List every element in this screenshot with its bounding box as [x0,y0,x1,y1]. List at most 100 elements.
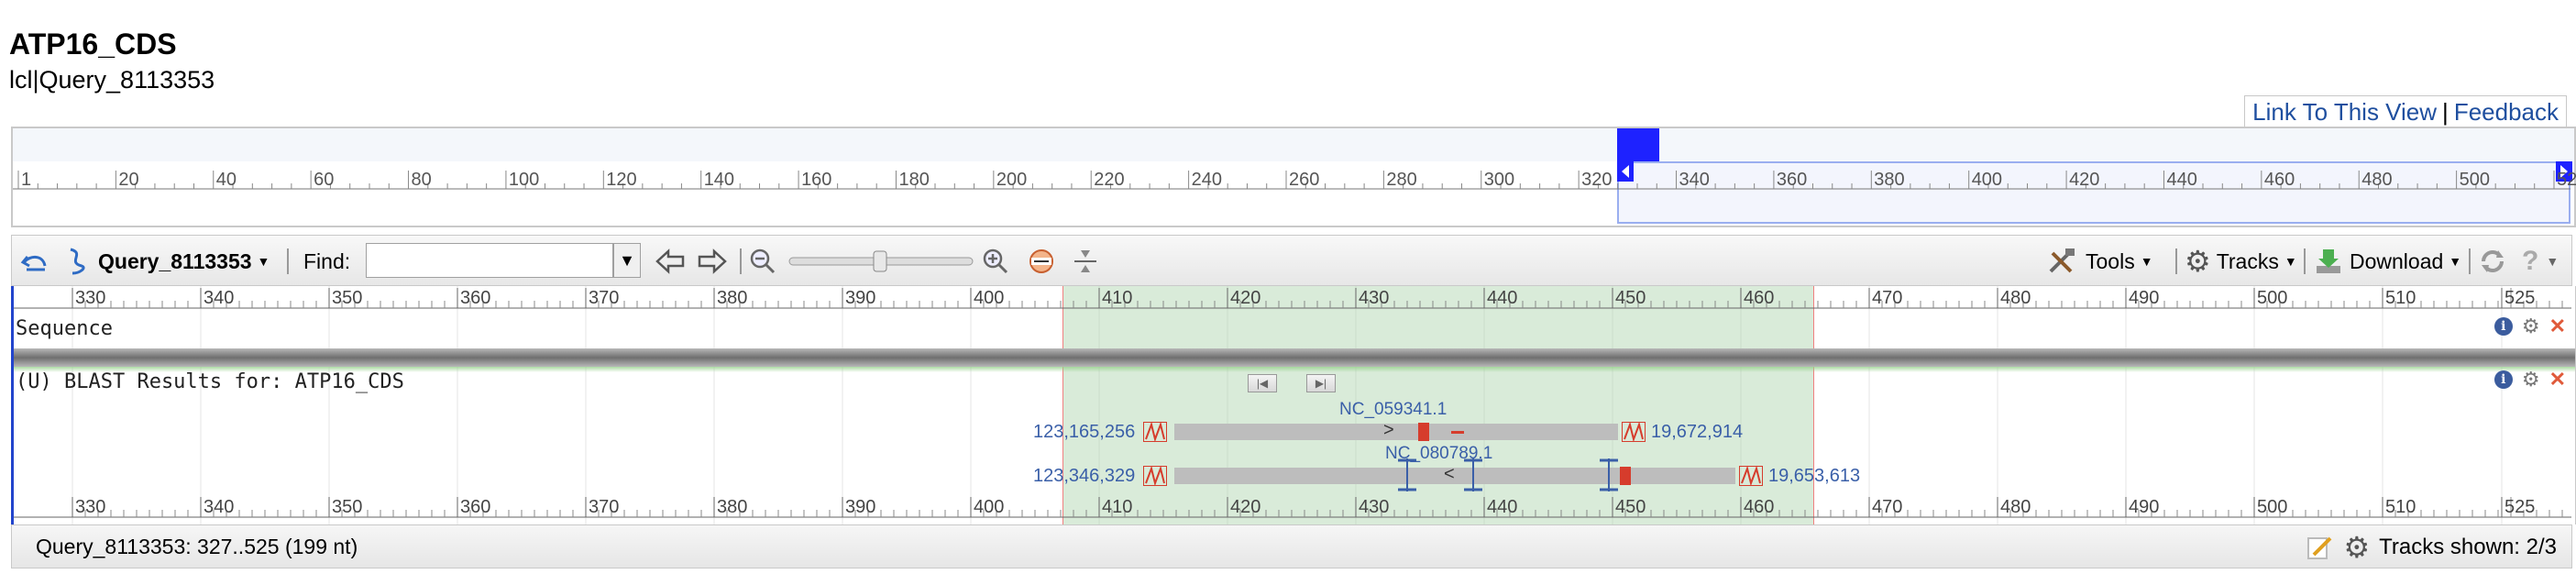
query-icon [70,248,85,275]
overview-tick-label: 380 [1874,170,1904,190]
close-icon[interactable]: ✕ [2548,315,2566,337]
handle-arrow-right-icon [2560,165,2568,178]
zoom-slider[interactable] [788,236,974,287]
break-icon [1143,421,1167,443]
edit-icon[interactable] [2305,533,2334,562]
ruler-tick-label: 410 [1102,497,1132,517]
overview-tick-label: 160 [801,170,831,190]
forward-button[interactable] [696,236,729,287]
info-icon[interactable]: i [2493,317,2513,336]
ruler-tick-label: 390 [845,288,875,308]
ruler-tick-label: 440 [1487,497,1517,517]
link-to-this-view[interactable]: Link To This View [2252,98,2438,126]
help-menu[interactable]: ? ▼ [2522,236,2559,287]
collapse-icon [1074,250,1096,272]
overview-tick-label: 100 [509,170,539,190]
download-menu[interactable]: Download ▼ [2313,236,2461,287]
tools-icon [2049,248,2075,273]
help-icon: ? [2522,246,2539,276]
ruler-tick-label: 430 [1359,288,1389,308]
overview-tick-label: 40 [216,170,237,190]
hit-name[interactable]: NC_059341.1 [1339,400,1448,419]
tracks-menu[interactable]: ⚙ Tracks ▼ [2185,236,2297,287]
overview-tick-label: 180 [898,170,929,190]
gear-icon: ⚙ [2185,245,2211,278]
page-title: ATP16_CDS [9,28,177,61]
feedback-link[interactable]: Feedback [2453,98,2559,126]
download-label: Download [2350,248,2444,273]
back-button[interactable] [654,236,687,287]
collapse-button[interactable] [1072,236,1099,287]
insertion-mark [1600,458,1618,491]
ruler-tick-label: 480 [2000,288,2031,308]
query-selector[interactable]: Query_8113353 ▼ [63,236,270,287]
info-icon[interactable]: i [2493,370,2513,389]
ruler-tick-label: 380 [717,497,747,517]
close-icon[interactable]: ✕ [2548,368,2566,391]
ruler-tick-label: 400 [974,497,1004,517]
insertion-mark [1464,458,1482,491]
tools-label: Tools [2086,248,2135,273]
hit-alignment-bar[interactable] [1174,468,1735,484]
ruler-tick-label: 430 [1359,497,1389,517]
toolbar-divider [2175,248,2177,274]
sequence-track-controls: i ⚙ ✕ [2493,315,2566,337]
ruler-tick-label: 460 [1744,497,1774,517]
refresh-icon [2482,250,2504,272]
selection-right-handle[interactable] [2556,161,2572,182]
zoom-in-button[interactable] [982,236,1009,287]
ruler-tick-label: 330 [75,497,105,517]
tools-menu[interactable]: Tools ▼ [2045,236,2153,287]
ruler-tick-label: 490 [2129,288,2159,308]
overview-tick-label: 460 [2264,170,2295,190]
blast-track-label: (U) BLAST Results for: ATP16_CDS [16,370,404,393]
selection-left-handle[interactable] [1617,161,1634,182]
chevron-down-icon: ▼ [2449,254,2462,269]
overview-tick-label: 240 [1192,170,1222,190]
toolbar-divider [740,248,742,274]
hit-name[interactable]: NC_080789.1 [1385,444,1493,463]
selected-range-highlight[interactable] [1062,286,1814,524]
tracks-shown-control[interactable]: ⚙ Tracks shown: 2/3 [2305,533,2557,562]
overview-tick-label: 440 [2166,170,2196,190]
tracks-shown-label: Tracks shown: 2/3 [2379,535,2557,559]
overview-tick-label: 1 [21,170,31,190]
break-icon [1143,465,1167,487]
overview-selection-range[interactable] [1617,161,2570,224]
hit-left-position: 123,165,256 [1033,422,1136,442]
atg-button[interactable] [1026,236,1057,287]
query-label: Query_8113353 [98,248,252,273]
grid-lines [72,286,2503,524]
ruler-tick-label: 510 [2385,497,2416,517]
zoom-out-icon [750,248,776,274]
hit-right-position: 19,653,613 [1768,466,1861,486]
find-dropdown-icon[interactable]: ▼ [613,243,641,278]
status-bar: Query_8113353: 327..525 (199 nt) ⚙ Track… [11,524,2572,568]
find-input[interactable] [366,243,613,278]
zoom-out-button[interactable] [749,236,776,287]
refresh-button[interactable] [2478,236,2507,287]
tracks-label: Tracks [2216,248,2279,273]
chevron-down-icon: ▼ [2546,254,2559,269]
undo-button[interactable] [19,236,50,287]
handle-arrow-left-icon [1622,165,1629,178]
gear-icon[interactable]: ⚙ [2521,315,2540,337]
prev-hit-button[interactable]: |◀ [1248,374,1277,392]
atg-icon [1029,249,1053,273]
query-dropdown-icon: ▼ [257,254,270,269]
overview-tick-label: 400 [1972,170,2002,190]
sequence-green-line [14,367,2575,372]
ruler-tick-label: 420 [1230,288,1260,308]
hit-alignment-bar[interactable] [1174,424,1618,440]
ruler-tick-label: 500 [2257,288,2287,308]
mismatch-mark [1620,467,1631,485]
ruler-tick-label: 350 [332,497,362,517]
ruler-tick-label: 470 [1872,288,1902,308]
next-hit-button[interactable]: ▶| [1306,374,1336,392]
gear-icon[interactable]: ⚙ [2521,368,2540,391]
overview-selection-marker[interactable] [1617,128,1659,161]
overview-tick-label: 500 [2460,170,2490,190]
